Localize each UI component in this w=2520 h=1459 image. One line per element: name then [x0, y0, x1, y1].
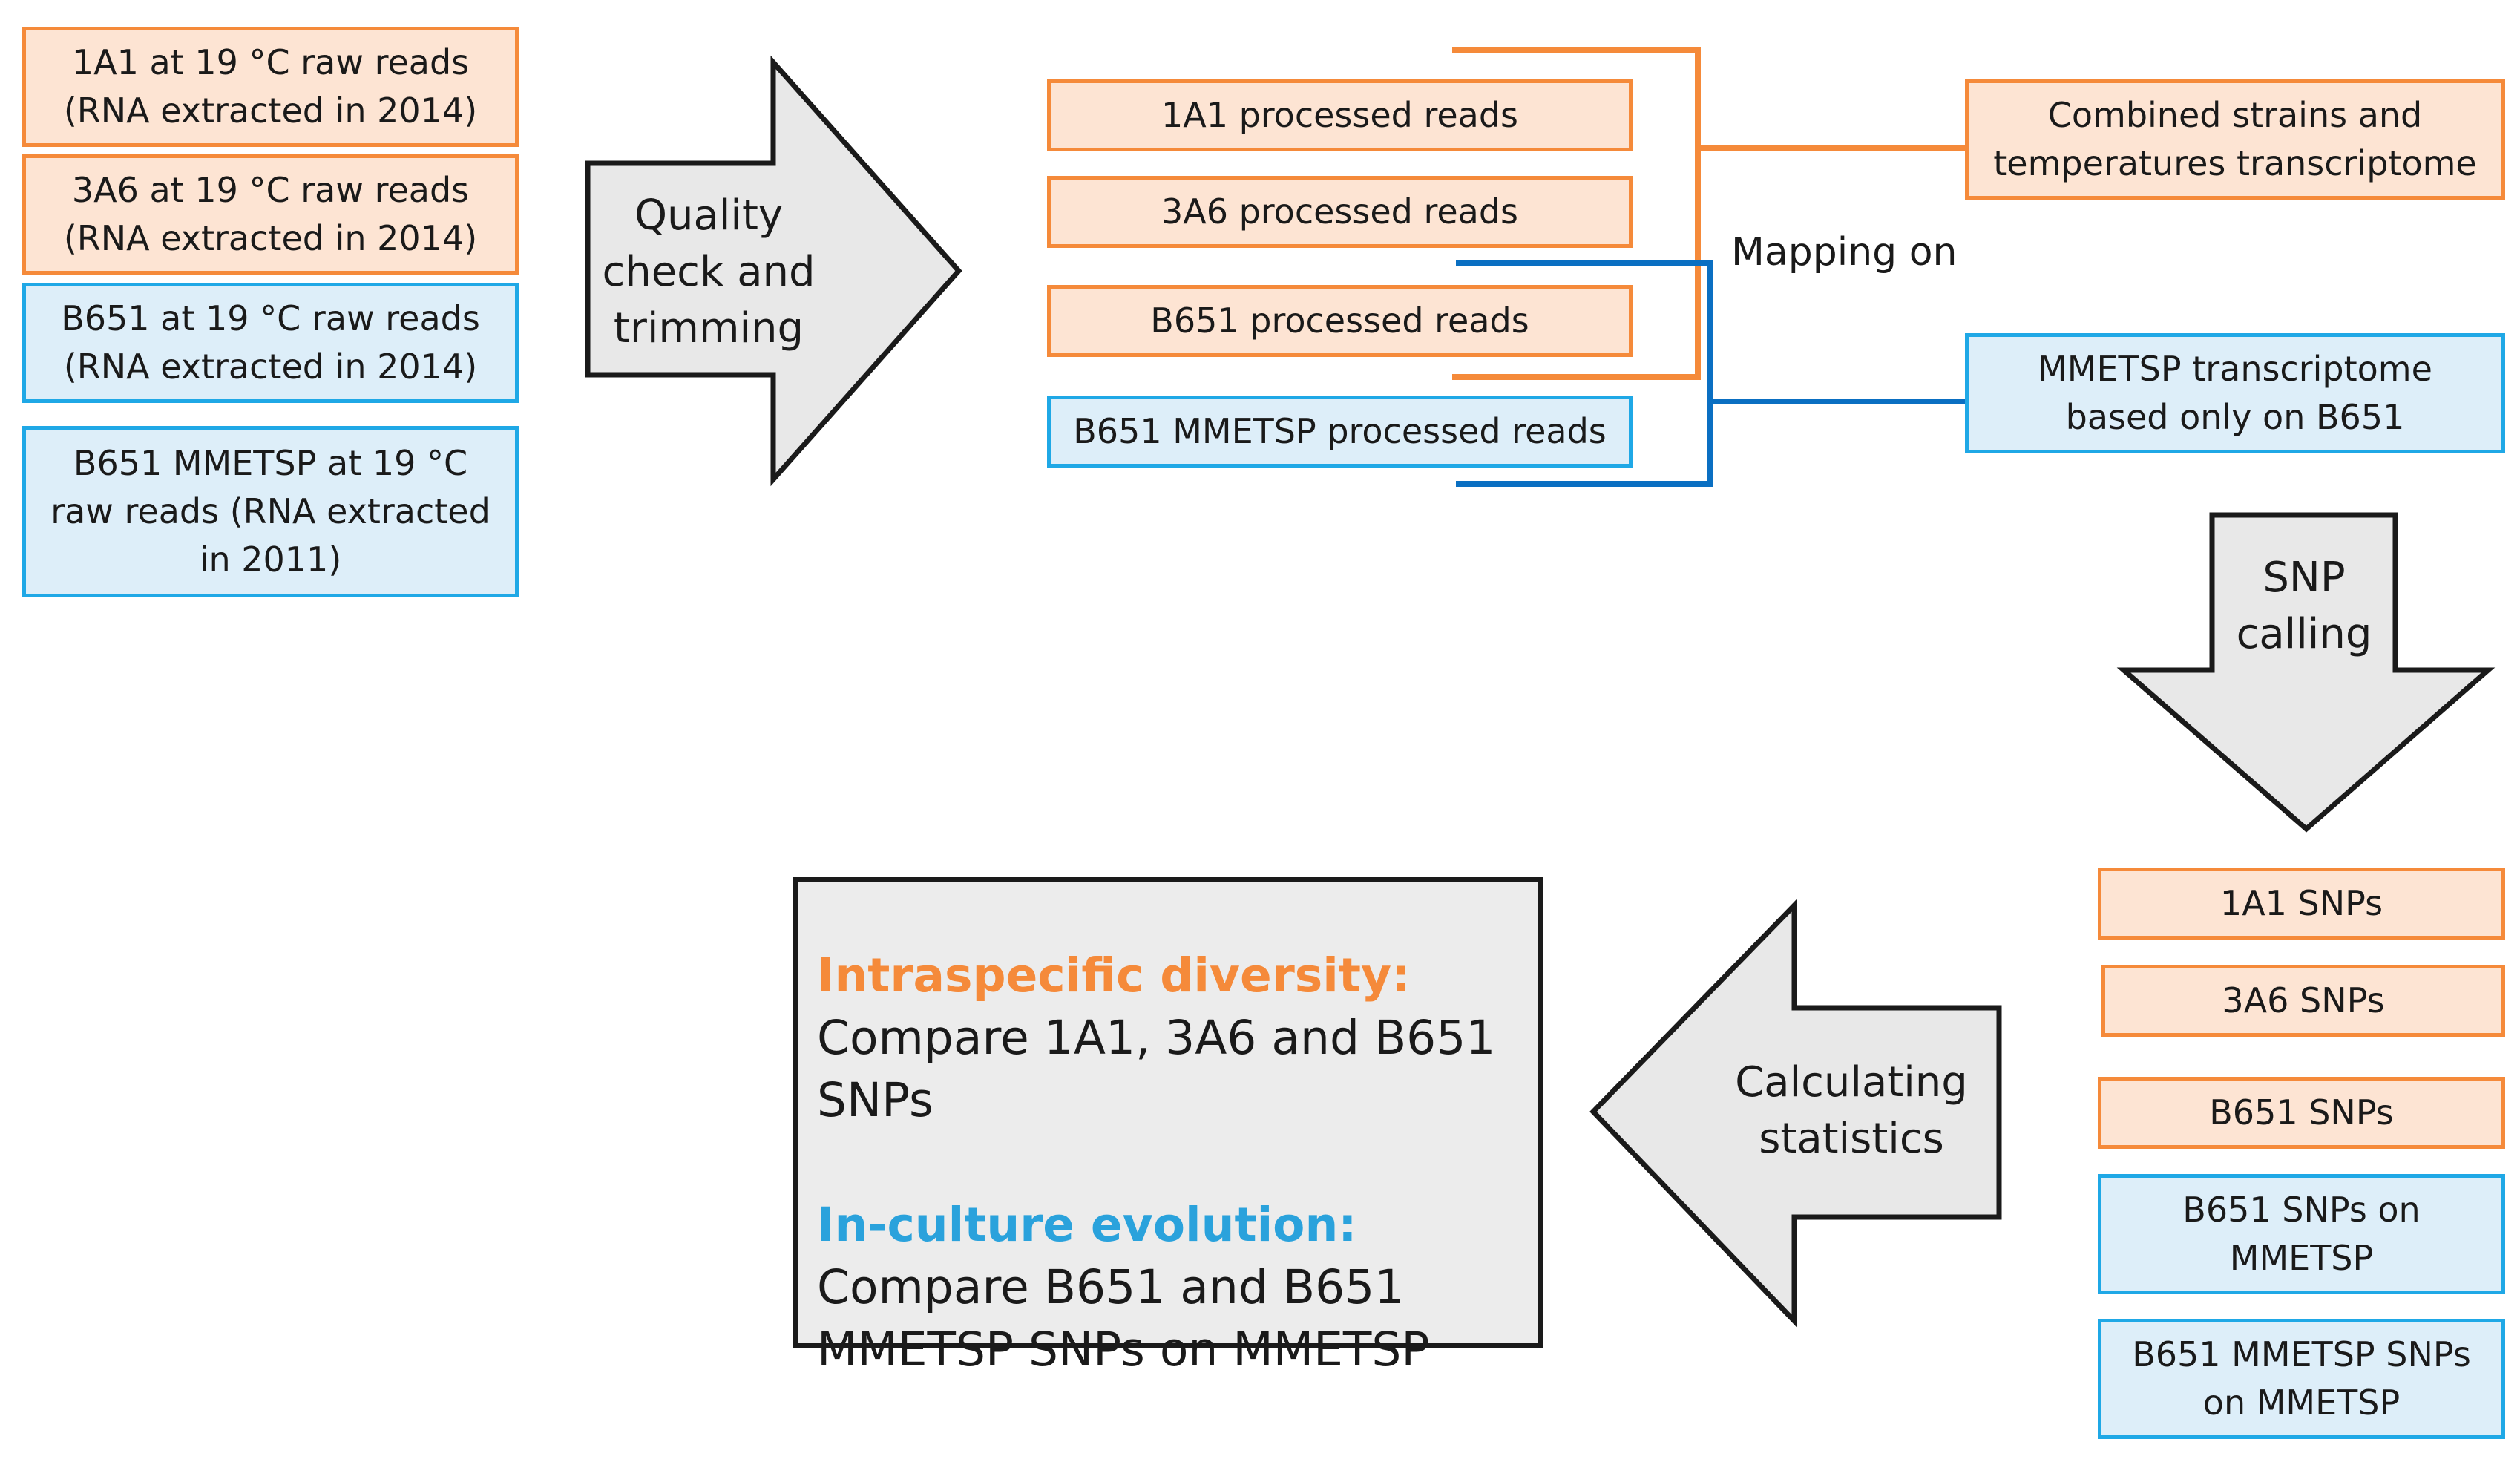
intraspecific-text: Compare 1A1, 3A6 and B651 SNPs: [817, 1011, 1496, 1127]
snps-b651-on-mmetsp: B651 SNPs on MMETSP: [2098, 1174, 2505, 1294]
orange-mapping-bracket: [1452, 47, 1965, 380]
comparison-summary-box: Intraspecific diversity: Compare 1A1, 3A…: [793, 877, 1543, 1377]
raw-reads-1a1: 1A1 at 19 °C raw reads (RNA extracted in…: [22, 27, 519, 147]
snps-3a6: 3A6 SNPs: [2101, 965, 2505, 1037]
inculture-text: Compare B651 and B651 MMETSP SNPs on MME…: [817, 1260, 1430, 1377]
mmetsp-transcriptome: MMETSP transcriptome based only on B651: [1965, 333, 2505, 453]
snps-1a1: 1A1 SNPs: [2098, 868, 2505, 940]
snp-arrow: [2116, 512, 2496, 833]
processed-reads-3a6: 3A6 processed reads: [1047, 176, 1633, 248]
mapping-on-label: Mapping on: [1731, 230, 1958, 275]
processed-reads-b651-mmetsp: B651 MMETSP processed reads: [1047, 396, 1633, 468]
quality-step-label: Quality check and trimming: [602, 191, 816, 353]
snps-b651: B651 SNPs: [2098, 1077, 2505, 1149]
combined-transcriptome: Combined strains and temperatures transc…: [1965, 79, 2505, 200]
raw-reads-b651: B651 at 19 °C raw reads (RNA extracted i…: [22, 283, 519, 403]
intraspecific-paragraph: Intraspecific diversity: Compare 1A1, 3A…: [817, 945, 1520, 1132]
inculture-paragraph: In-culture evolution: Compare B651 and B…: [817, 1194, 1520, 1381]
statistics-label: Calculating statistics: [1735, 1058, 1968, 1163]
processed-reads-b651: B651 processed reads: [1047, 285, 1633, 357]
inculture-title: In-culture evolution:: [817, 1198, 1357, 1252]
processed-reads-1a1: 1A1 processed reads: [1047, 79, 1633, 151]
intraspecific-title: Intraspecific diversity:: [817, 948, 1411, 1003]
snps-b651-mmetsp-on-mmetsp: B651 MMETSP SNPs on MMETSP: [2098, 1319, 2505, 1439]
snp-calling-label: SNP calling: [2236, 554, 2372, 658]
blue-mapping-bracket: [1456, 260, 1965, 487]
raw-reads-3a6: 3A6 at 19 °C raw reads (RNA extracted in…: [22, 154, 519, 275]
raw-reads-b651-mmetsp: B651 MMETSP at 19 °C raw reads (RNA extr…: [22, 426, 519, 597]
statistics-arrow: [1589, 899, 2002, 1328]
quality-arrow: [585, 55, 962, 487]
